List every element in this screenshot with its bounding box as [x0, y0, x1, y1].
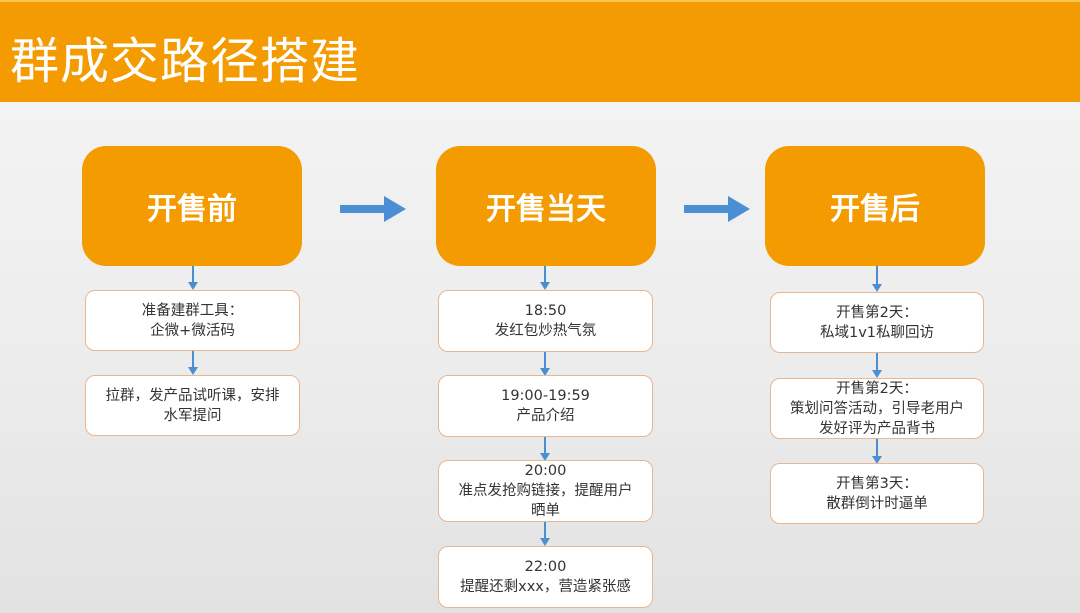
arrow-down-icon	[872, 439, 882, 464]
step-box: 22:00 提醒还剩xxx，营造紧张感	[438, 546, 653, 608]
step-text: 私域1v1私聊回访	[819, 324, 935, 341]
arrow-down-icon	[540, 352, 550, 376]
stage-label: 开售当天	[486, 192, 606, 227]
step-time: 19:00-19:59	[501, 388, 590, 404]
arrow-down-icon	[540, 437, 550, 461]
arrow-down-icon	[872, 266, 882, 292]
page-title: 群成交路径搭建	[10, 33, 361, 90]
stage-sale-day: 开售当天	[436, 146, 656, 266]
step-text: 策划问答活动，引导老用户	[790, 400, 964, 417]
step-box: 19:00-19:59 产品介绍	[438, 375, 653, 437]
stage-label: 开售后	[830, 192, 920, 227]
step-box: 开售第2天： 私域1v1私聊回访	[770, 292, 984, 353]
step-day: 开售第2天：	[836, 380, 918, 397]
step-text: 水军提问	[163, 407, 222, 424]
stage-after-sale: 开售后	[765, 146, 985, 266]
step-text: 拉群，发产品试听课，安排	[105, 387, 280, 404]
step-time: 18:50	[524, 303, 567, 319]
step-text: 准点发抢购链接，提醒用户	[458, 483, 633, 499]
step-day: 开售第2天：	[836, 304, 918, 321]
title-bar: 群成交路径搭建	[0, 0, 1080, 102]
arrow-down-icon	[188, 266, 198, 290]
arrow-down-icon	[872, 353, 882, 378]
arrow-right-icon	[684, 196, 750, 222]
step-text: 产品介绍	[516, 408, 575, 424]
step-day: 开售第3天：	[836, 475, 918, 492]
step-text: 散群倒计时逼单	[826, 495, 928, 512]
step-box: 准备建群工具： 企微+微活码	[85, 290, 300, 351]
step-text: 准备建群工具：	[141, 302, 244, 319]
step-box: 拉群，发产品试听课，安排 水军提问	[85, 375, 300, 436]
step-box: 18:50 发红包炒热气氛	[438, 290, 653, 352]
step-text: 发好评为产品背书	[819, 420, 935, 437]
step-text: 提醒还剩xxx，营造紧张感	[460, 579, 631, 595]
arrow-down-icon	[188, 351, 198, 375]
step-box: 开售第2天： 策划问答活动，引导老用户 发好评为产品背书	[770, 378, 984, 439]
stage-label: 开售前	[147, 192, 237, 227]
step-time: 22:00	[524, 559, 567, 575]
arrow-down-icon	[540, 522, 550, 546]
step-time: 20:00	[524, 463, 567, 479]
step-box: 开售第3天： 散群倒计时逼单	[770, 463, 984, 524]
arrow-right-icon	[340, 196, 406, 222]
step-text: 企微+微活码	[150, 322, 235, 339]
step-box: 20:00 准点发抢购链接，提醒用户 晒单	[438, 460, 653, 522]
step-text: 晒单	[531, 503, 560, 519]
arrow-down-icon	[540, 266, 550, 290]
stage-before-sale: 开售前	[82, 146, 302, 266]
step-text: 发红包炒热气氛	[494, 323, 597, 339]
